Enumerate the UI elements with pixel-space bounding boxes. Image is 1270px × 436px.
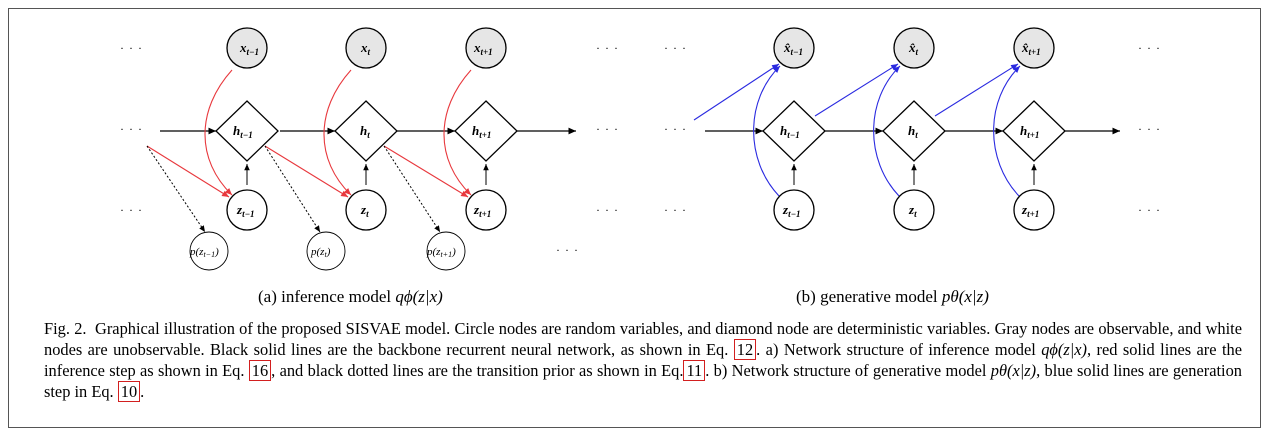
h-node: ht+1 — [454, 100, 518, 162]
ellipsis: · · · — [664, 203, 687, 217]
h-node: ht−1 — [215, 100, 279, 162]
inference-panel: · · · · · · · · · · · · · · · · · · · · … — [120, 27, 619, 306]
svg-text:x̂t−1: x̂t−1 — [783, 40, 803, 57]
svg-text:zt: zt — [908, 202, 917, 219]
z-node: zt — [893, 189, 935, 231]
svg-text:xt: xt — [360, 40, 371, 57]
prior-node: p(zt+1) — [426, 231, 466, 271]
ellipsis: · · · — [120, 41, 143, 55]
prior-edge — [146, 145, 206, 233]
svg-text:ht−1: ht−1 — [780, 123, 800, 140]
figure-caption: Fig. 2. Graphical illustration of the pr… — [44, 319, 1242, 402]
generation-edge — [873, 65, 901, 197]
svg-text:p(zt+1): p(zt+1) — [426, 246, 456, 259]
svg-text:p(zt−1): p(zt−1) — [189, 246, 219, 259]
xhat-node: x̂t+1 — [1013, 27, 1055, 69]
z-node: zt−1 — [226, 189, 268, 231]
h-node: ht+1 — [1002, 100, 1066, 162]
sisvae-figure: · · · · · · · · · · · · · · · · · · · · … — [120, 27, 1161, 306]
prior-edge — [264, 145, 321, 233]
equation-ref-link[interactable]: 10 — [117, 381, 141, 402]
figure-frame — [8, 8, 1261, 428]
ellipsis: · · · — [556, 243, 579, 257]
inference-edge — [443, 69, 472, 196]
z-node: zt — [345, 189, 387, 231]
ellipsis: · · · — [596, 41, 619, 55]
inference-edge — [323, 69, 352, 196]
ellipsis: · · · — [664, 122, 687, 136]
svg-text:x̂t: x̂t — [908, 40, 919, 57]
svg-text:zt+1: zt+1 — [1021, 202, 1039, 219]
ellipsis: · · · — [1138, 122, 1161, 136]
h-node: ht — [334, 100, 398, 162]
xhat-node: x̂t−1 — [773, 27, 815, 69]
ellipsis: · · · — [1138, 41, 1161, 55]
h-node: ht — [882, 100, 946, 162]
x-node: xt−1 — [226, 27, 268, 69]
svg-text:xt−1: xt−1 — [239, 40, 259, 57]
svg-text:ht+1: ht+1 — [1020, 123, 1039, 140]
h-node: ht−1 — [762, 100, 826, 162]
svg-text:ht: ht — [360, 123, 370, 140]
caption-label: Fig. 2. — [44, 319, 87, 338]
inference-edge — [264, 145, 349, 198]
z-node: zt+1 — [465, 189, 507, 231]
svg-text:xt+1: xt+1 — [473, 40, 493, 57]
svg-text:zt+1: zt+1 — [473, 202, 491, 219]
prior-node: p(zt−1) — [189, 231, 229, 271]
z-node: zt−1 — [773, 189, 815, 231]
inference-edge — [146, 145, 230, 198]
subcaption-b: (b) generative model pθ(x|z) — [796, 287, 989, 306]
subcaption-a: (a) inference model qϕ(z|x) — [258, 287, 443, 306]
svg-text:ht−1: ht−1 — [233, 123, 253, 140]
ellipsis: · · · — [120, 122, 143, 136]
prior-edge — [383, 145, 441, 233]
ellipsis: · · · — [596, 122, 619, 136]
svg-text:ht: ht — [908, 123, 918, 140]
ellipsis: · · · — [664, 41, 687, 55]
equation-ref-link[interactable]: 16 — [248, 360, 272, 381]
z-node: zt+1 — [1013, 189, 1055, 231]
svg-text:zt: zt — [360, 202, 369, 219]
x-node: xt+1 — [465, 27, 507, 69]
prior-node: p(zt) — [306, 231, 346, 271]
ellipsis: · · · — [120, 203, 143, 217]
inference-edge — [383, 145, 469, 198]
svg-text:zt−1: zt−1 — [236, 202, 255, 219]
generative-panel: · · · · · · · · · · · · · · · · · · x̂t−… — [664, 27, 1161, 306]
ellipsis: · · · — [596, 203, 619, 217]
svg-text:p(zt): p(zt) — [310, 246, 331, 259]
generation-edge — [934, 63, 1019, 117]
generation-edge — [814, 63, 899, 117]
equation-ref-link[interactable]: 11 — [683, 360, 706, 381]
generation-edge — [753, 65, 781, 197]
x-node: xt — [345, 27, 387, 69]
xhat-node: x̂t — [893, 27, 935, 69]
svg-text:x̂t+1: x̂t+1 — [1021, 40, 1041, 57]
svg-text:zt−1: zt−1 — [782, 202, 801, 219]
generation-edge — [993, 65, 1021, 197]
ellipsis: · · · — [1138, 203, 1161, 217]
equation-ref-link[interactable]: 12 — [733, 339, 757, 360]
generation-edge — [693, 63, 780, 121]
svg-text:ht+1: ht+1 — [472, 123, 491, 140]
inference-edge — [204, 69, 233, 196]
